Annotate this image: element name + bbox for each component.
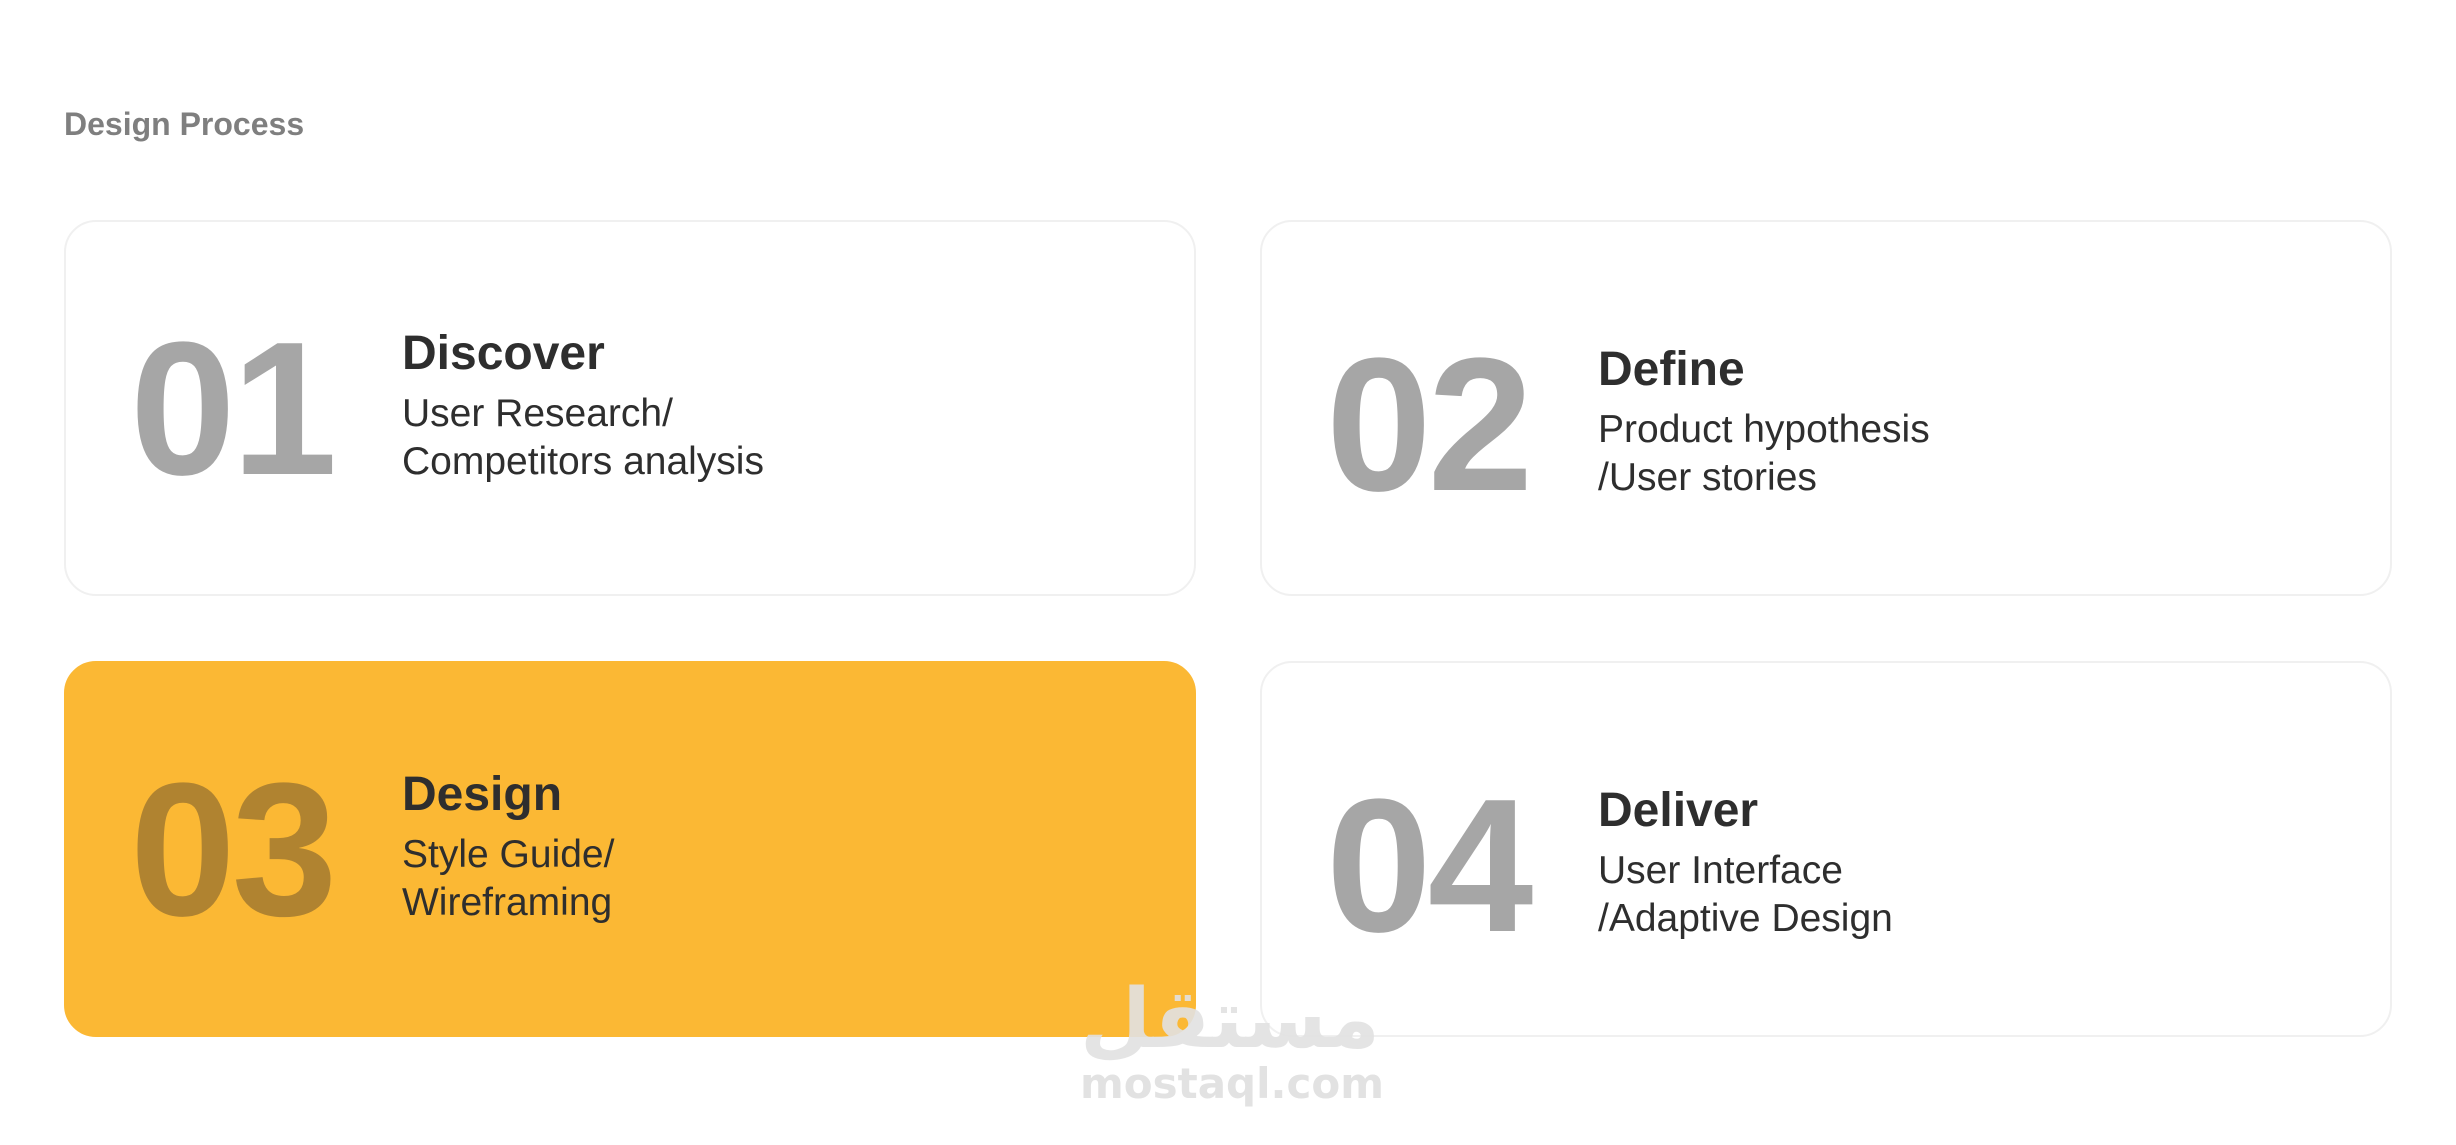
process-card-discover[interactable]: 01 Discover User Research/ Competitors a… <box>64 220 1196 596</box>
card-description-line-2: /Adaptive Design <box>1598 897 1893 940</box>
card-description-line-1: Style Guide/ <box>402 833 615 876</box>
card-description-line-2: Competitors analysis <box>402 440 764 483</box>
card-description-line-1: Product hypothesis <box>1598 408 1930 451</box>
card-description-line-2: Wireframing <box>402 881 613 924</box>
step-number: 04 <box>1326 760 1533 972</box>
step-number: 01 <box>130 303 337 515</box>
card-text: Design Style Guide/ Wireframing <box>402 767 614 927</box>
card-text: Deliver User Interface /Adaptive Design <box>1598 783 1893 943</box>
card-description-line-1: User Research/ <box>402 392 673 435</box>
card-title: Define <box>1598 343 1745 396</box>
process-card-deliver[interactable]: 04 Deliver User Interface /Adaptive Desi… <box>1260 661 2392 1037</box>
process-card-design[interactable]: 03 Design Style Guide/ Wireframing <box>64 661 1196 1037</box>
card-description-line-2: /User stories <box>1598 456 1817 499</box>
card-title: Design <box>402 768 563 821</box>
step-number: 02 <box>1326 319 1533 531</box>
card-title: Discover <box>402 327 605 380</box>
card-description-line-1: User Interface <box>1598 849 1843 892</box>
watermark-latin-text: mostaql.com <box>1080 1059 1384 1108</box>
step-number: 03 <box>130 744 337 956</box>
card-text: Discover User Research/ Competitors anal… <box>402 326 764 486</box>
card-title: Deliver <box>1598 784 1759 837</box>
section-title: Design Process <box>64 106 305 142</box>
card-text: Define Product hypothesis /User stories <box>1598 342 1930 502</box>
process-card-define[interactable]: 02 Define Product hypothesis /User stori… <box>1260 220 2392 596</box>
